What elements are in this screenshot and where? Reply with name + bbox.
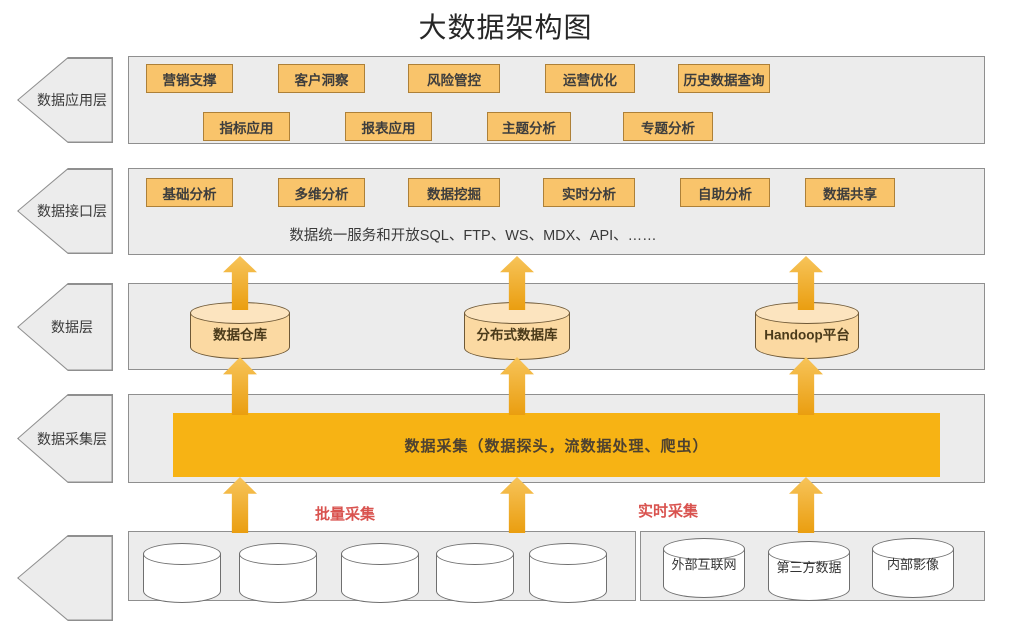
layer-tag-application: 数据应用层 — [17, 57, 113, 143]
app-chip-risk: 风险管控 — [408, 64, 500, 93]
if-chip-multidim: 多维分析 — [278, 178, 365, 207]
app-chip-report: 报表应用 — [345, 112, 432, 141]
app-chip-indicator: 指标应用 — [203, 112, 290, 141]
if-chip-realtime: 实时分析 — [543, 178, 635, 207]
source-cylinder-internal-image: 内部影像 — [872, 538, 954, 598]
app-chip-operation: 运营优化 — [545, 64, 635, 93]
diagram-title: 大数据架构图 — [418, 12, 593, 43]
source-cylinder — [436, 543, 514, 603]
source-cylinder — [341, 543, 419, 603]
cylinder-top-icon — [143, 543, 221, 565]
unified-service-text: 数据统一服务和开放SQL、FTP、WS、MDX、API、…… — [289, 228, 657, 244]
collection-bar: 数据采集（数据探头，流数据处理、爬虫） — [173, 413, 940, 477]
cylinder-top-icon — [768, 541, 850, 563]
layer-tag-label: 数据层 — [51, 319, 93, 335]
if-chip-share: 数据共享 — [805, 178, 895, 207]
cylinder-label: 数据仓库 — [213, 326, 267, 342]
layer-tag-collection: 数据采集层 — [17, 394, 113, 483]
cylinder-label: 第三方数据 — [776, 560, 842, 575]
layer-tag-label: 数据应用层 — [37, 92, 107, 108]
cylinder-top-icon — [529, 543, 607, 565]
if-chip-mining: 数据挖掘 — [408, 178, 500, 207]
app-chip-history: 历史数据查询 — [678, 64, 770, 93]
cylinder-top-icon — [436, 543, 514, 565]
app-chip-theme: 主题分析 — [487, 112, 571, 141]
cylinder-top-icon — [341, 543, 419, 565]
layer-tag-label: 数据采集层 — [37, 430, 107, 447]
cylinder-label: 分布式数据库 — [476, 327, 558, 343]
cylinder-top-icon — [872, 538, 954, 560]
if-chip-selfserve: 自助分析 — [680, 178, 770, 207]
app-chip-marketing: 营销支撑 — [146, 64, 233, 93]
layer-tag-interface: 数据接口层 — [17, 168, 113, 254]
db-cylinder-hadoop: Handoop平台 — [755, 302, 859, 359]
layer-tag-sources — [17, 535, 113, 621]
source-cylinder — [529, 543, 607, 603]
source-cylinder — [143, 543, 221, 603]
source-cylinder-external-internet: 外部互联网 — [663, 538, 745, 598]
source-cylinder-third-party-data: 第三方数据 — [768, 541, 850, 601]
layer-tag-label: 数据接口层 — [37, 203, 107, 219]
cylinder-label: 内部影像 — [886, 557, 939, 572]
cylinder-top-icon — [239, 543, 317, 565]
layer-tag-data: 数据层 — [17, 283, 113, 371]
flow-arrow-up-icon — [223, 477, 257, 533]
batch-collect-label: 批量采集 — [314, 506, 375, 523]
realtime-collect-label: 实时采集 — [637, 503, 698, 520]
app-chip-customer: 客户洞察 — [278, 64, 365, 93]
if-chip-basic: 基础分析 — [146, 178, 233, 207]
cylinder-label: Handoop平台 — [764, 326, 850, 342]
db-cylinder-warehouse: 数据仓库 — [190, 302, 290, 359]
source-cylinder — [239, 543, 317, 603]
db-cylinder-distributed: 分布式数据库 — [464, 302, 570, 360]
app-chip-special: 专题分析 — [623, 112, 713, 141]
cylinder-top-icon — [663, 538, 745, 560]
cylinder-label: 外部互联网 — [671, 557, 737, 572]
flow-arrow-up-icon — [500, 477, 534, 533]
flow-arrow-up-icon — [789, 477, 823, 533]
